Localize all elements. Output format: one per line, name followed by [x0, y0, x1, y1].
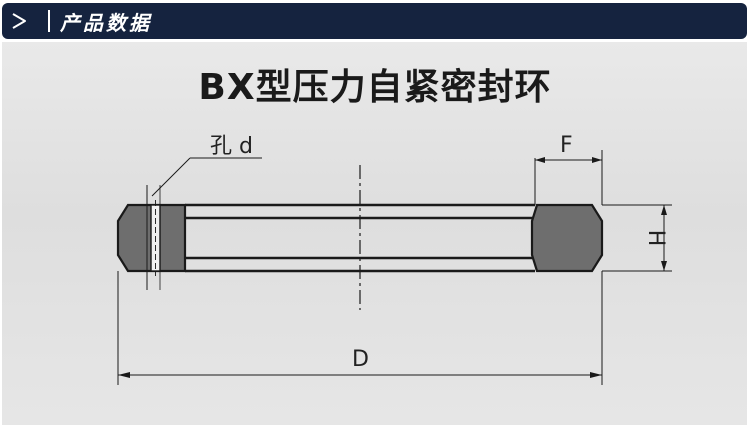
- height-arrow-top: [661, 205, 667, 215]
- play-arrow-icon: [2, 12, 36, 30]
- height-arrow-bottom: [661, 261, 667, 271]
- section-header: 产品数据: [2, 3, 747, 39]
- hole-leader: [151, 157, 191, 197]
- diameter-arrow-left: [118, 372, 130, 378]
- right-ring-section: [530, 203, 604, 273]
- width-label: F: [560, 133, 573, 158]
- header-separator: [48, 10, 50, 32]
- hole-label: 孔 d: [210, 134, 253, 159]
- diagram-title: BX型压力自紧密封环: [198, 67, 552, 108]
- diameter-arrow-right: [590, 372, 602, 378]
- header-title: 产品数据: [60, 10, 152, 35]
- height-label: H: [643, 230, 668, 247]
- width-arrow-left: [535, 157, 545, 163]
- width-arrow-right: [592, 157, 602, 163]
- diameter-label: D: [352, 347, 369, 372]
